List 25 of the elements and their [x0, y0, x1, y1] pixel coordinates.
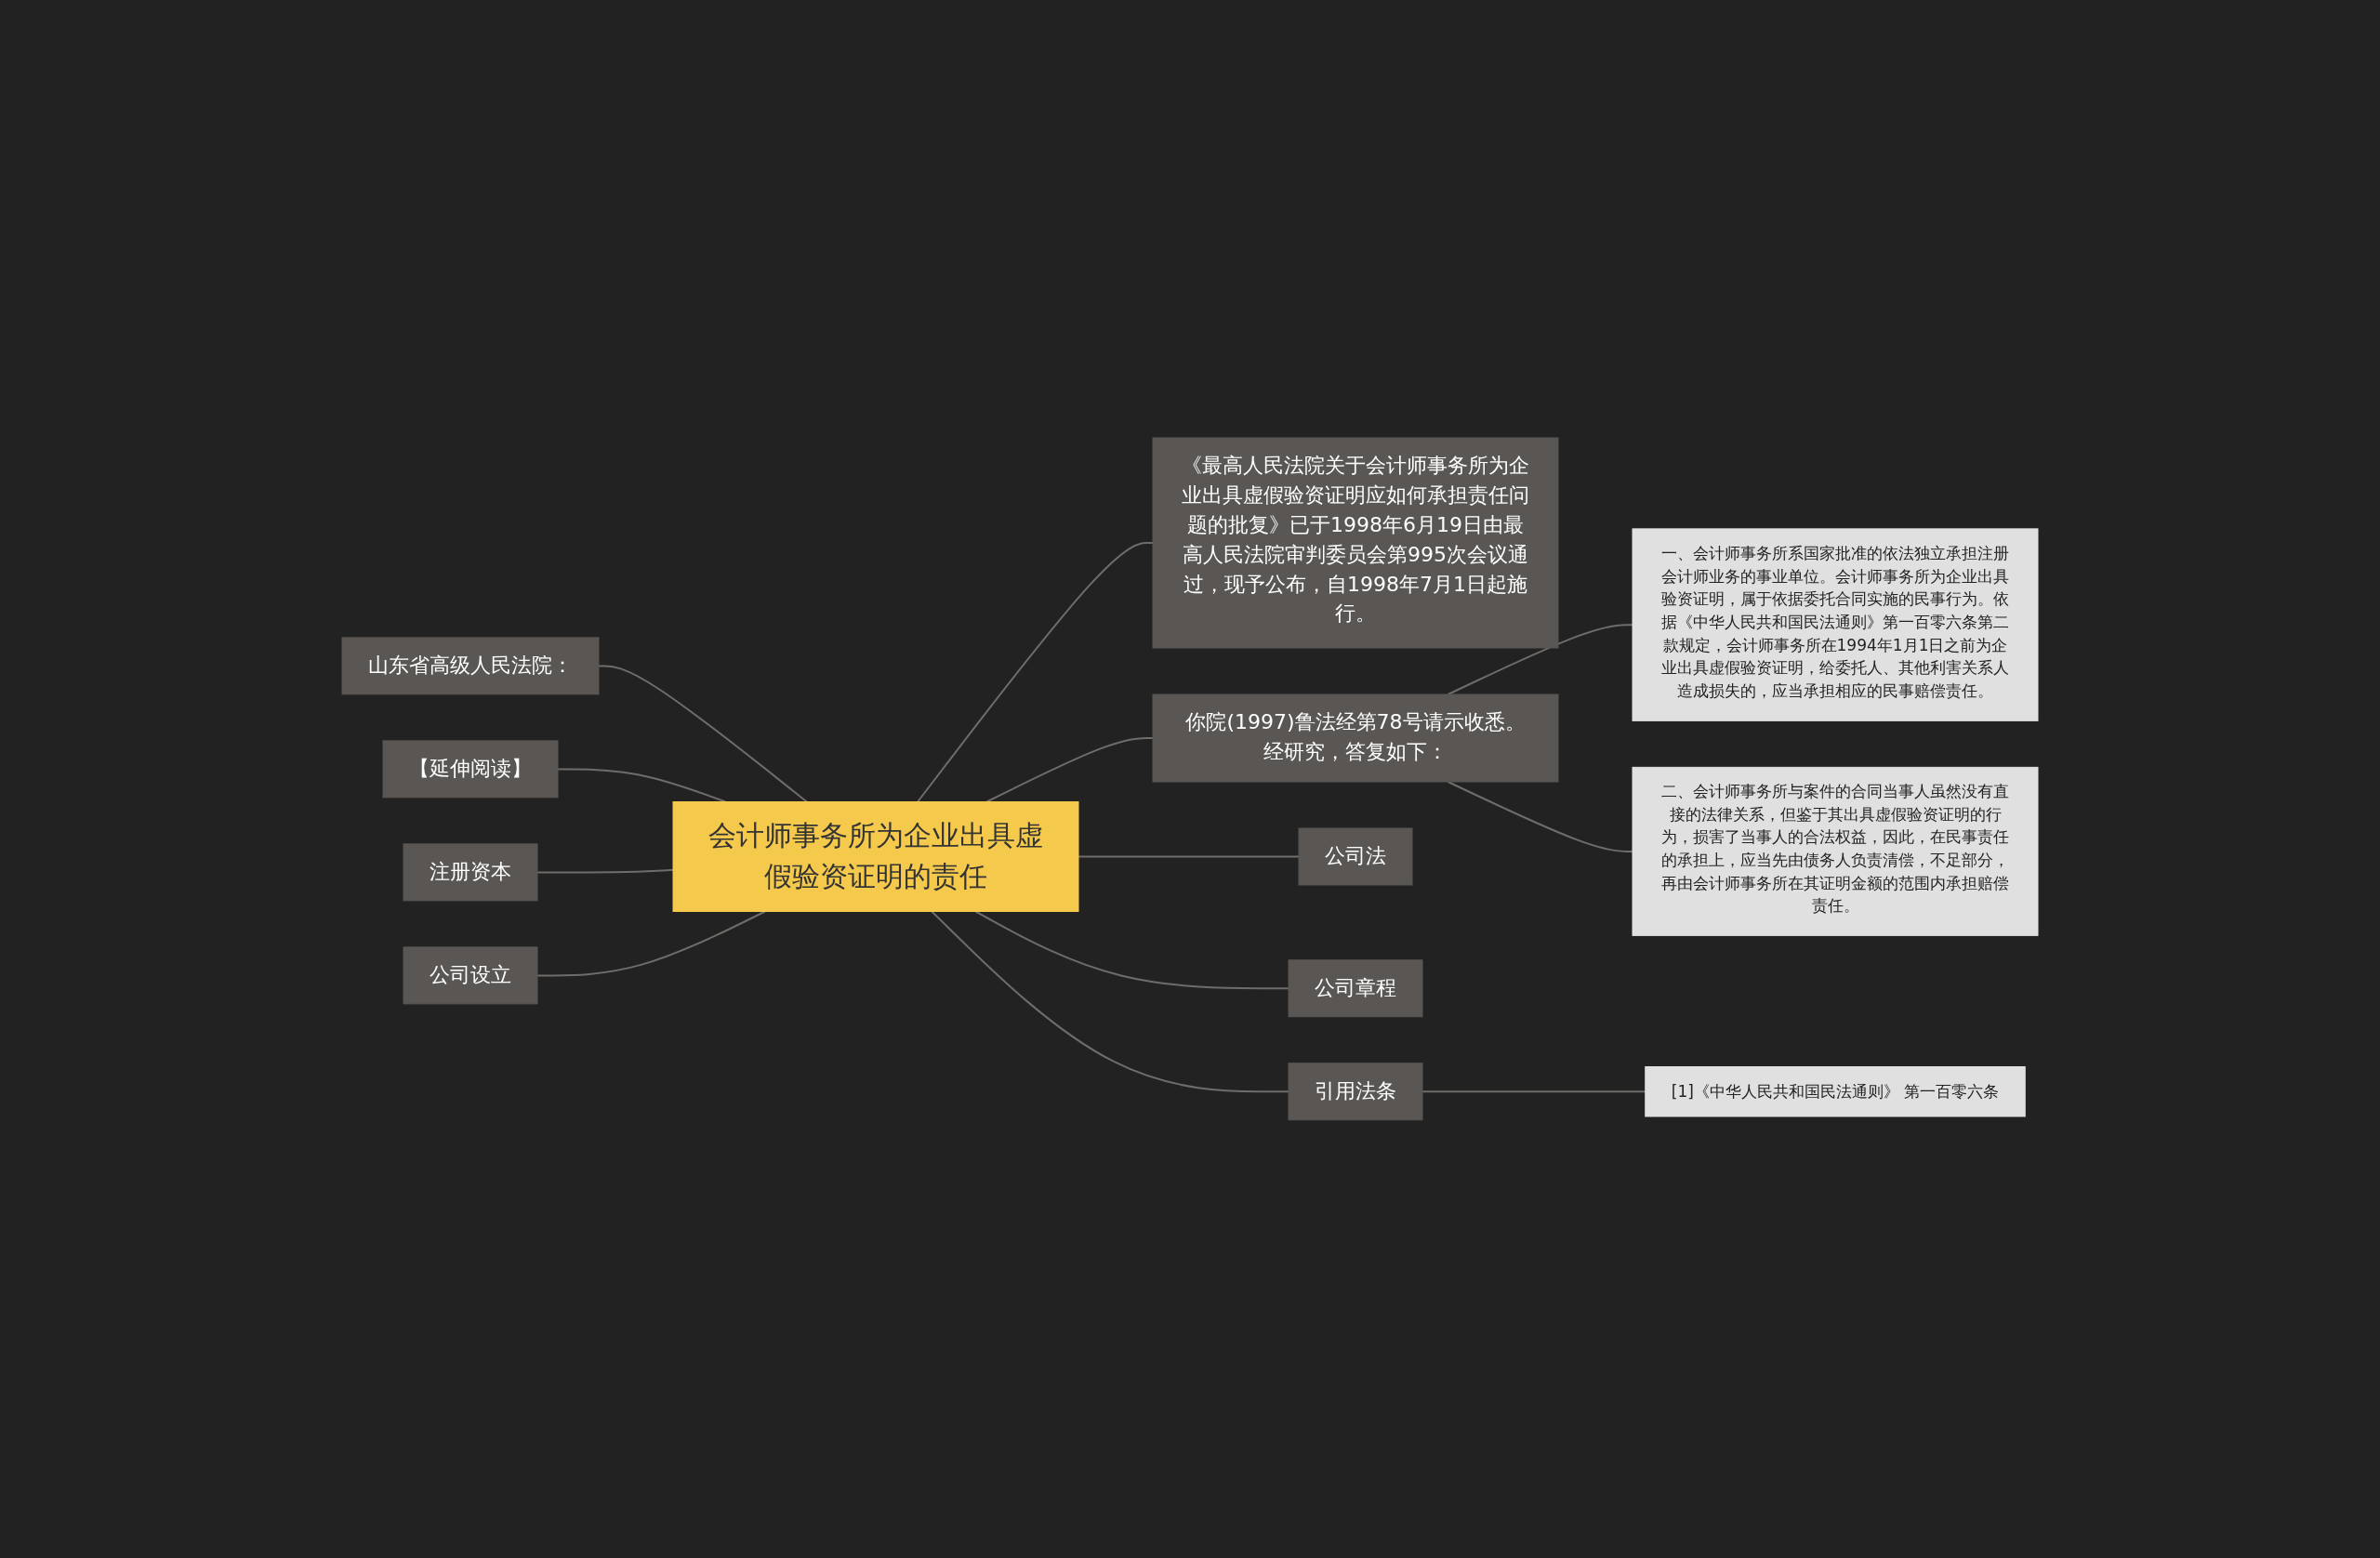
connector	[931, 910, 1289, 1093]
node-box: 公司设立	[403, 946, 538, 1005]
node-box: 会计师事务所为企业出具虚假验资证明的责任	[672, 801, 1079, 913]
connector	[974, 910, 1289, 990]
connector	[917, 542, 1154, 803]
node-box: 【延伸阅读】	[382, 740, 559, 799]
node-box: 引用法条	[1288, 1063, 1423, 1121]
node-box: 二、会计师事务所与案件的合同当事人虽然没有直接的法律关系，但鉴于其出具虚假验资证明的行为，损害了当事人的合法权益，因此，在民事责任的承担上，应当先由债务人负责清偿，不足部分，再由会计师事务所在其证明金额的范围内承担赔偿责任。	[1632, 767, 2039, 936]
node-box: 山东省高级人民法院：	[341, 637, 600, 695]
node-box: 《最高人民法院关于会计师事务所为企业出具虚假验资证明应如何承担责任问题的批复》已于1998年6月19日由最高人民法院审判委员会第995次会议通过，现予公布，自1998年7月1日起施行。	[1152, 437, 1559, 649]
connector	[557, 768, 727, 803]
node-box: [1]《中华人民共和国民法通则》 第一百零六条	[1645, 1066, 2026, 1117]
node-box: 一、会计师事务所系国家批准的依法独立承担注册会计师业务的事业单位。会计师事务所为企业出具验资证明，属于依据委托合同实施的民事行为。依据《中华人民共和国民法通则》第一百零六条第二款规定，会计师事务所在1994年1月1日之前为企业出具虚假验资证明，给委托人、其他利害关系人造成损失的，应当承担相应的民事赔偿责任。	[1632, 528, 2039, 721]
node-box: 你院(1997)鲁法经第78号请示收悉。经研究，答复如下：	[1152, 693, 1559, 783]
node-box: 注册资本	[403, 843, 538, 902]
connector	[1078, 855, 1300, 858]
connector	[1421, 1090, 1646, 1093]
connector	[536, 910, 766, 977]
connector	[985, 737, 1154, 803]
node-box: 公司章程	[1288, 959, 1423, 1018]
connector	[598, 665, 808, 803]
connector	[1447, 624, 1633, 696]
node-box: 公司法	[1298, 827, 1413, 886]
connector	[536, 868, 674, 874]
connector	[1447, 781, 1633, 852]
